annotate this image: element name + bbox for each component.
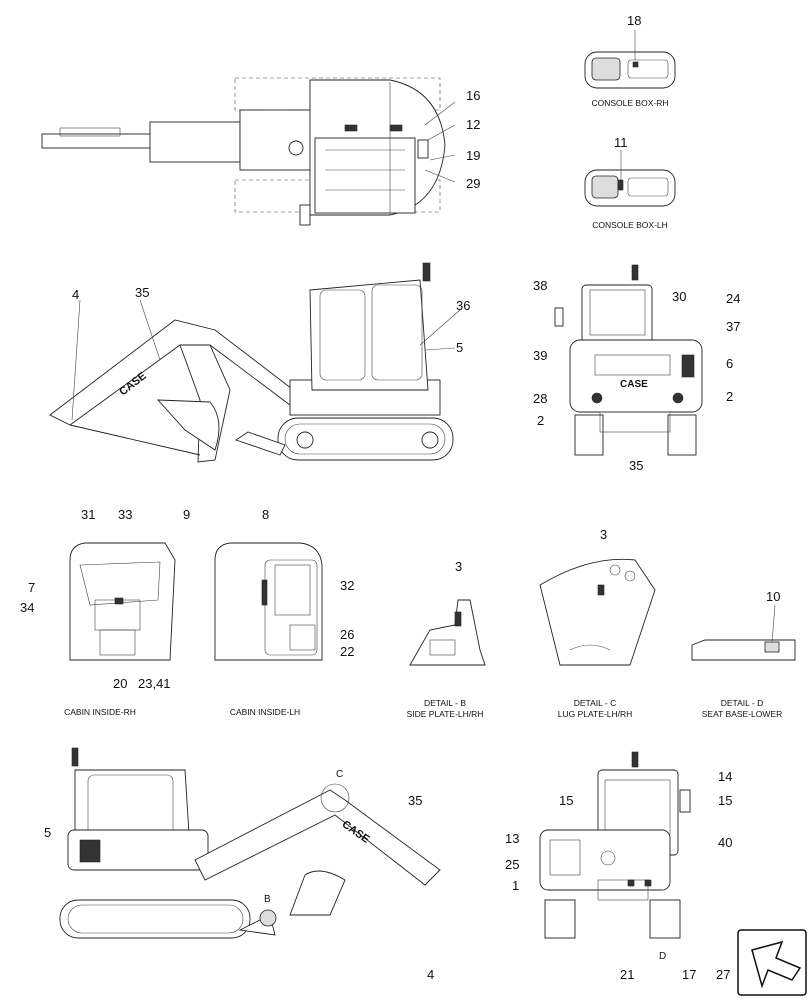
callout-8: 8 xyxy=(262,507,270,522)
rear-view-upper xyxy=(554,264,703,456)
detail-d xyxy=(691,604,796,661)
callout-32: 32 xyxy=(340,578,355,593)
caption-detail-b-title: DETAIL - B xyxy=(423,698,467,708)
callout-34: 34 xyxy=(20,600,35,615)
case-logo-rear: CASE xyxy=(620,379,648,390)
callout-21: 21 xyxy=(620,967,635,982)
callout-7: 7 xyxy=(28,580,36,595)
callout-38: 38 xyxy=(533,278,548,293)
caption-detail-b-sub: SIDE PLATE-LH/RH xyxy=(406,709,484,719)
callout-23-41: 23,41 xyxy=(138,676,171,691)
callout-35: 35 xyxy=(629,458,644,473)
caption-detail-d-title: DETAIL - D xyxy=(720,698,764,708)
caption-detail-d-sub: SEAT BASE-LOWER xyxy=(701,709,783,719)
callout-20: 20 xyxy=(113,676,128,691)
callout-4: 4 xyxy=(72,287,80,302)
callout-27: 27 xyxy=(716,967,731,982)
callout-40: 40 xyxy=(718,835,733,850)
callout-19: 19 xyxy=(466,148,481,163)
callout-16: 16 xyxy=(466,88,481,103)
callout-14: 14 xyxy=(718,769,733,784)
callout-30: 30 xyxy=(672,289,687,304)
callout-15: 15 xyxy=(718,793,733,808)
caption-console-box-lh: CONSOLE BOX-LH xyxy=(592,220,668,230)
callout-39: 39 xyxy=(533,348,548,363)
rear-view-lower xyxy=(539,751,691,939)
callout-33: 33 xyxy=(118,507,133,522)
callout-1: 1 xyxy=(512,878,520,893)
callout-5: 5 xyxy=(44,825,52,840)
callout-35: 35 xyxy=(408,793,423,808)
callout-13: 13 xyxy=(505,831,520,846)
detail-b-marker: B xyxy=(264,894,271,905)
caption-cabin-inside-rh: CABIN INSIDE-RH xyxy=(64,707,136,717)
callout-17: 17 xyxy=(682,967,697,982)
callout-24: 24 xyxy=(726,291,741,306)
callout-26: 26 xyxy=(340,627,355,642)
side-view-right xyxy=(49,262,461,463)
console-box-rh xyxy=(584,30,676,89)
detail-c-marker: C xyxy=(336,769,344,780)
caption-cabin-inside-lh: CABIN INSIDE-LH xyxy=(229,707,301,717)
callout-10: 10 xyxy=(766,589,781,604)
top-view xyxy=(41,77,456,226)
callout-9: 9 xyxy=(183,507,191,522)
callout-2: 2 xyxy=(726,389,734,404)
callout-22: 22 xyxy=(340,644,355,659)
callout-5: 5 xyxy=(456,340,464,355)
callout-3: 3 xyxy=(600,527,608,542)
callout-18: 18 xyxy=(627,13,642,28)
callout-31: 31 xyxy=(81,507,96,522)
detail-b xyxy=(409,599,486,666)
callout-3: 3 xyxy=(455,559,463,574)
caption-console-box-rh: CONSOLE BOX-RH xyxy=(591,98,669,108)
caption-detail-c-title: DETAIL - C xyxy=(573,698,617,708)
callout-2: 2 xyxy=(537,413,545,428)
cabin-inside-rh xyxy=(69,542,176,661)
callout-25: 25 xyxy=(505,857,520,872)
callout-35: 35 xyxy=(135,285,150,300)
detail-d-marker: D xyxy=(659,951,667,962)
caption-detail-c-sub: LUG PLATE-LH/RH xyxy=(557,709,633,719)
callout-11: 11 xyxy=(614,135,628,150)
callout-37: 37 xyxy=(726,319,741,334)
callout-28: 28 xyxy=(533,391,548,406)
console-box-lh xyxy=(584,150,676,207)
cabin-inside-lh xyxy=(214,542,323,661)
callout-15: 15 xyxy=(559,793,574,808)
detail-c xyxy=(539,558,656,666)
callout-4: 4 xyxy=(427,967,435,982)
callout-12: 12 xyxy=(466,117,481,132)
front-direction-arrow-icon xyxy=(737,929,807,996)
side-view-left xyxy=(59,747,441,939)
callout-6: 6 xyxy=(726,356,734,371)
callout-29: 29 xyxy=(466,176,481,191)
callout-36: 36 xyxy=(456,298,471,313)
